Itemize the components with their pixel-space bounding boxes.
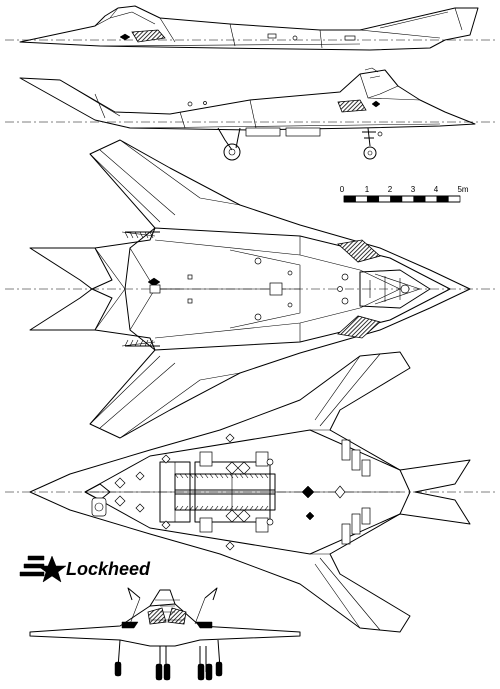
plan-view-underside (5, 351, 495, 633)
side-view-upper (5, 5, 495, 51)
scale-tick-2: 2 (388, 185, 393, 194)
logo-text: Lockheed (66, 559, 151, 579)
scale-tick-3: 3 (411, 185, 416, 194)
scale-tick-4: 4 (434, 185, 439, 194)
scale-tick-0: 0 (340, 185, 345, 194)
lockheed-logo: Lockheed (19, 555, 151, 583)
front-view (29, 587, 301, 681)
scale-tick-5m: 5m (457, 185, 468, 194)
plan-view-top (5, 139, 495, 439)
side-view-gear-down (5, 67, 495, 161)
scale-bar: 0 1 2 3 4 5m (340, 185, 469, 203)
scale-tick-1: 1 (365, 185, 370, 194)
